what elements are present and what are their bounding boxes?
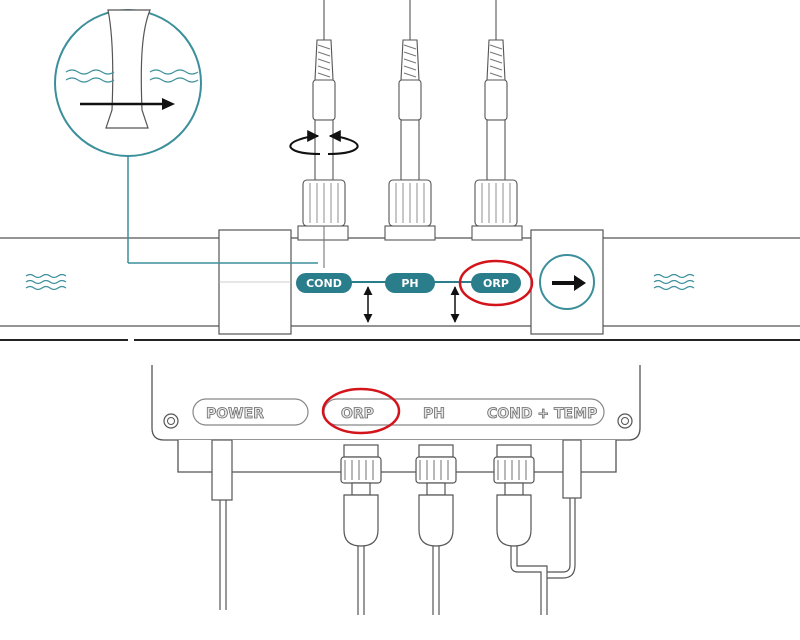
wave-icon: [25, 273, 67, 291]
connector-orp: [340, 444, 382, 615]
panel-label-ph: PH: [423, 406, 445, 422]
depth-arrow: [363, 286, 460, 323]
rotation-arrow-icon: [289, 130, 359, 155]
panel-label-power: POWER: [206, 406, 264, 422]
label-pill-orp: ORP: [471, 273, 521, 293]
magnifier-circle-icon: [54, 9, 318, 264]
merged-cable: [510, 564, 576, 615]
panel-label-orp: ORP: [341, 406, 374, 422]
power-cable: [211, 439, 233, 610]
label-ph: PH: [401, 277, 418, 290]
label-orp: ORP: [483, 277, 509, 290]
connector-ph: [415, 444, 457, 615]
sensor-cond: [302, 0, 346, 268]
highlight-circle-panel-orp: [321, 387, 401, 435]
label-pill-cond: COND: [296, 273, 352, 293]
wave-icon: [653, 273, 695, 291]
sensor-ph: [388, 0, 432, 227]
sensor-orp: [474, 0, 518, 227]
label-pill-ph: PH: [385, 273, 435, 293]
flow-arrow-icon: [552, 275, 586, 291]
panel-label-cond-temp: COND + TEMP: [487, 406, 597, 422]
flow-arrow-icon: [80, 98, 175, 110]
pipe: [0, 229, 800, 335]
connector-cond: [493, 444, 535, 565]
label-cond: COND: [306, 277, 342, 290]
power-label-box: [192, 398, 309, 426]
highlight-circle-orp: [458, 259, 534, 307]
connector-temp: [562, 439, 582, 565]
